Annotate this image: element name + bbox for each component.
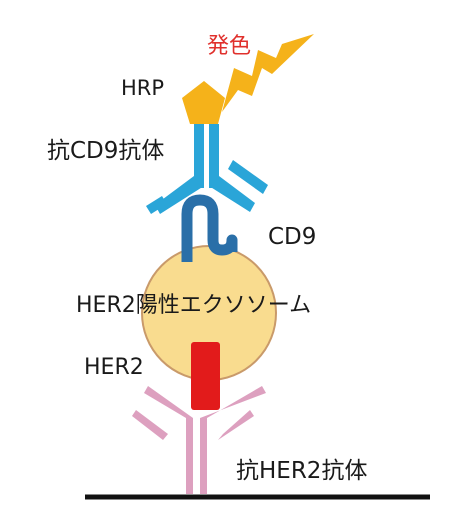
her2-label: HER2 (84, 355, 144, 380)
color-development-label: 発色 (207, 34, 252, 59)
her2-positive-exosome-label: HER2陽性エクソソーム (76, 293, 312, 318)
anti-her2-antibody-shape (132, 386, 266, 494)
cd9-label: CD9 (268, 224, 317, 250)
anti-her2-antibody-label: 抗HER2抗体 (236, 458, 368, 484)
hrp-label: HRP (121, 76, 165, 100)
her2-protein-shape (191, 342, 220, 410)
cd9-protein-shape (181, 194, 238, 262)
anti-cd9-antibody-shape (146, 124, 268, 214)
anti-cd9-antibody-label: 抗CD9抗体 (47, 138, 165, 164)
lightning-bolt-shape (222, 34, 314, 112)
hrp-enzyme-shape (182, 81, 225, 124)
